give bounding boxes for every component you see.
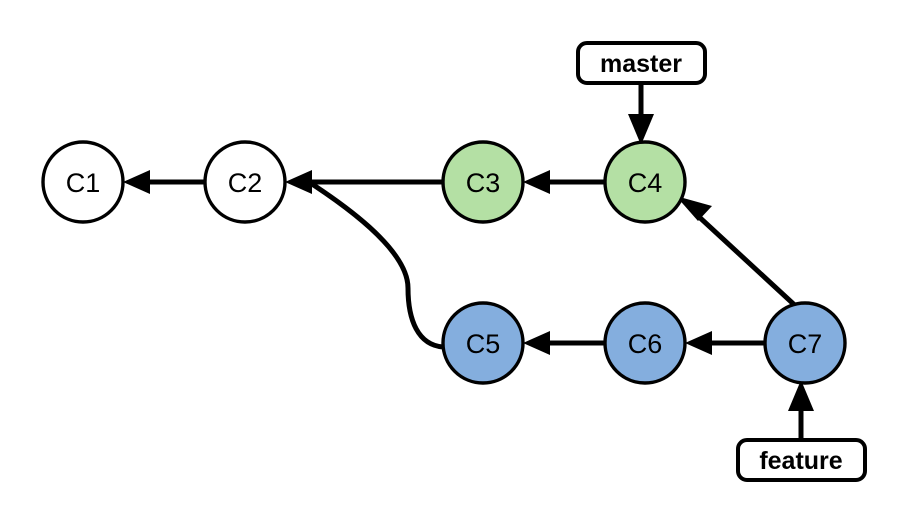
edge-c5-to-c2 [309, 181, 446, 350]
commit-circle-c2[interactable] [203, 140, 287, 224]
commit-circle-c3[interactable] [441, 140, 525, 224]
arrowhead-c3-c2 [285, 170, 312, 194]
branch-label-text-master: master [600, 50, 682, 78]
arrowhead-feature [788, 380, 814, 411]
commit-circle-c1[interactable] [41, 140, 125, 224]
arrowhead-c6-c5 [523, 331, 550, 355]
arrowhead-c4-c3 [523, 170, 550, 194]
arrowhead-master [628, 114, 654, 145]
commit-node-c7[interactable]: C7 [763, 301, 847, 385]
commit-node-c3[interactable]: C3 [441, 140, 525, 224]
edge-c7-to-c4 [676, 196, 802, 312]
commit-label-c1: C1 [66, 168, 101, 198]
edge-c3-to-c2 [285, 170, 443, 194]
commit-node-c2[interactable]: C2 [203, 140, 287, 224]
branch-arrow-feature [788, 380, 814, 440]
commit-label-c3: C3 [466, 168, 501, 198]
edge-c7-to-c6 [685, 331, 765, 355]
edge-group [123, 170, 802, 355]
edge-curve-c5-c2 [309, 181, 446, 350]
commit-label-c7: C7 [788, 329, 823, 359]
branch-box-master[interactable] [576, 41, 707, 85]
commit-node-group: C1 C2 C3 C4 C5 C6 [41, 140, 847, 385]
commit-label-c6: C6 [628, 329, 663, 359]
branch-label-group: master feature [576, 41, 867, 482]
commit-circle-c4[interactable] [603, 140, 687, 224]
edge-c2-to-c1 [123, 170, 205, 194]
branch-label-text-feature: feature [759, 447, 842, 475]
commit-node-c4[interactable]: C4 [603, 140, 687, 224]
commit-node-c5[interactable]: C5 [441, 301, 525, 385]
commit-label-c2: C2 [228, 168, 263, 198]
edge-line-c7-c4 [695, 213, 802, 312]
branch-label-feature[interactable]: feature [736, 438, 867, 482]
commit-node-c6[interactable]: C6 [603, 301, 687, 385]
arrowhead-c7-c4 [676, 196, 712, 221]
branch-box-feature[interactable] [736, 438, 867, 482]
edge-c4-to-c3 [523, 170, 605, 194]
branch-label-master[interactable]: master [576, 41, 707, 85]
commit-node-c1[interactable]: C1 [41, 140, 125, 224]
arrowhead-c2-c1 [123, 170, 150, 194]
edge-c6-to-c5 [523, 331, 605, 355]
commit-circle-c6[interactable] [603, 301, 687, 385]
arrowhead-c7-c6 [685, 331, 712, 355]
branch-arrow-master [628, 83, 654, 145]
commit-circle-c5[interactable] [441, 301, 525, 385]
branch-pointer-group [628, 83, 814, 440]
commit-label-c5: C5 [466, 329, 501, 359]
commit-label-c4: C4 [628, 168, 663, 198]
commit-circle-c7[interactable] [763, 301, 847, 385]
